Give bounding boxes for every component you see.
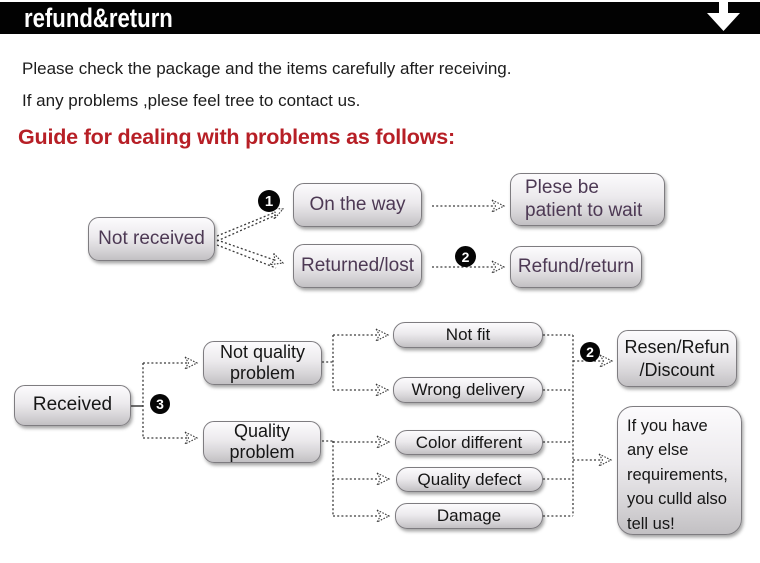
flow-node-wrong-delivery: Wrong delivery — [393, 377, 543, 403]
flow-node-quality-problem: Quality problem — [203, 421, 321, 463]
flow-node-refund-return: Refund/return — [510, 246, 642, 288]
down-arrow-icon — [707, 0, 740, 31]
flow-node-not-fit: Not fit — [393, 322, 543, 348]
flow-node-other-requirements: If you have any else requirements, you c… — [617, 406, 742, 535]
page-title: refund&return — [24, 3, 173, 33]
step-badge-3: 3 — [150, 394, 170, 414]
section-heading: Guide for dealing with problems as follo… — [18, 125, 455, 149]
flow-node-damage: Damage — [395, 503, 543, 529]
step-badge-1: 1 — [258, 190, 280, 212]
step-badge-2b: 2 — [580, 342, 600, 362]
flow-node-on-the-way: On the way — [293, 183, 422, 227]
flow-node-plese-be-patient: Plese be patient to wait — [510, 173, 665, 226]
intro-line-2: If any problems ,plese feel tree to cont… — [22, 91, 361, 110]
flow-node-not-received: Not received — [88, 217, 215, 261]
flow-node-returned-lost: Returned/lost — [293, 244, 422, 288]
flow-node-color-different: Color different — [395, 430, 543, 455]
flow-node-not-quality-problem: Not quality problem — [203, 341, 322, 385]
title-banner: refund&return — [0, 2, 760, 34]
flow-node-resend-refund-discount: Resen/Refun /Discount — [617, 330, 737, 387]
step-badge-2: 2 — [455, 246, 476, 267]
flow-node-received: Received — [14, 385, 131, 426]
intro-line-1: Please check the package and the items c… — [22, 59, 512, 78]
flow-node-quality-defect: Quality defect — [396, 467, 543, 492]
